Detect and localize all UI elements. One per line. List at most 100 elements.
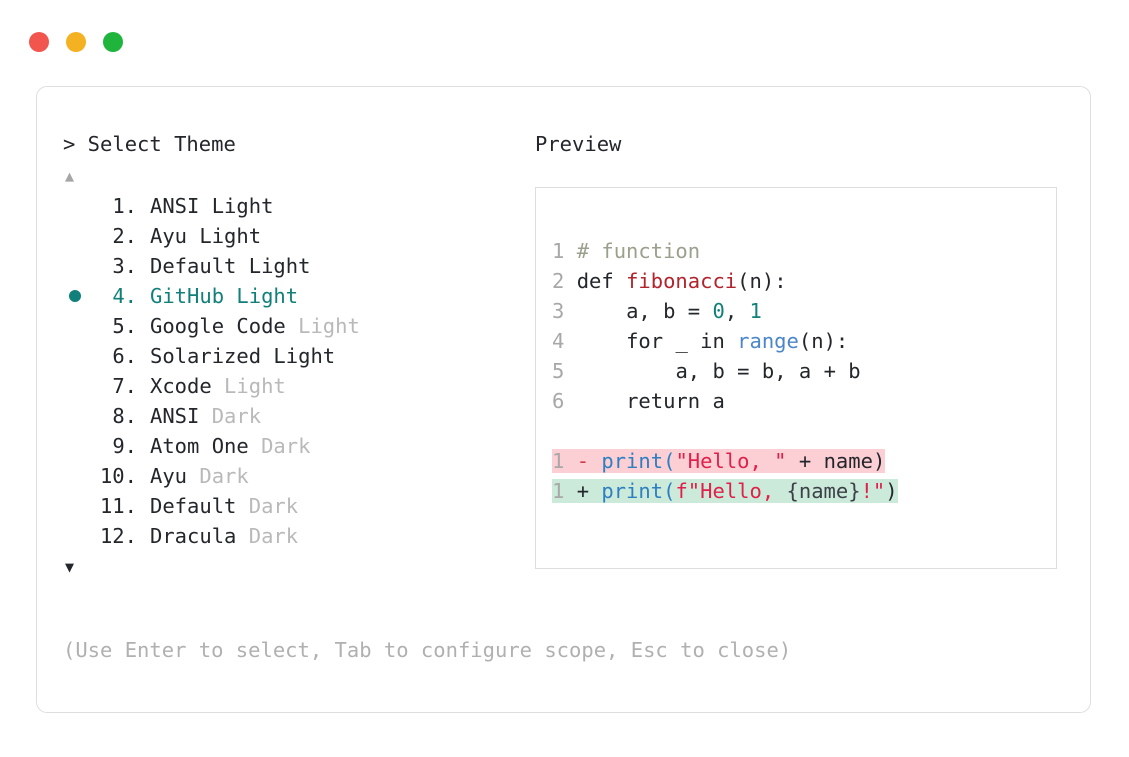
theme-list-item[interactable]: 9.Atom One Dark xyxy=(63,431,533,461)
theme-item-index: 4. xyxy=(112,284,137,308)
diff-block: 1 - print("Hello, " + name) 1 + print(f"H… xyxy=(552,446,1056,506)
line-number: 1 xyxy=(552,479,565,503)
theme-list-item[interactable]: 4.GitHub Light xyxy=(63,281,533,311)
theme-item-index: 12. xyxy=(99,524,137,548)
selection-bullet-slot xyxy=(63,341,91,371)
selection-bullet-slot xyxy=(63,431,91,461)
preview-title: Preview xyxy=(535,132,622,156)
theme-item-variant: Light xyxy=(285,314,360,338)
line-number: 2 xyxy=(552,269,565,293)
theme-item-name-cell: Google Code Light xyxy=(137,311,360,341)
theme-item-name: Google Code xyxy=(150,314,286,338)
theme-item-variant: Dark xyxy=(199,404,262,428)
line-number: 1 xyxy=(552,449,565,473)
theme-item-name-cell: ANSI Dark xyxy=(137,401,261,431)
theme-item-variant: Dark xyxy=(187,464,249,488)
theme-item-index: 8. xyxy=(112,404,137,428)
theme-item-name-cell: Atom One Dark xyxy=(137,431,310,461)
line-number: 5 xyxy=(552,359,565,383)
diff-function: print xyxy=(601,449,664,473)
theme-item-variant: Dark xyxy=(236,524,299,548)
theme-item-index: 9. xyxy=(112,434,137,458)
diff-sign: + xyxy=(576,479,590,503)
theme-list-item[interactable]: 10.Ayu Dark xyxy=(63,461,533,491)
selection-bullet-slot xyxy=(63,401,91,431)
diff-line: 1 - print("Hello, " + name) xyxy=(552,446,1056,476)
theme-item-index: 1. xyxy=(112,194,137,218)
theme-list-item[interactable]: 3.Default Light xyxy=(63,251,533,281)
theme-item-index: 6. xyxy=(112,344,137,368)
theme-list-item[interactable]: 2.Ayu Light xyxy=(63,221,533,251)
theme-item-variant: Light xyxy=(187,224,262,248)
theme-item-name-cell: Dracula Dark xyxy=(137,521,298,551)
theme-item-variant: Dark xyxy=(248,434,311,458)
code-line: 5 a, b = b, a + b xyxy=(552,359,861,383)
code-spacer xyxy=(552,416,1056,446)
code-line: 4 for _ in range(n): xyxy=(552,329,849,353)
theme-item-variant: Dark xyxy=(236,494,299,518)
code-block: 1 # function 2 def fibonacci(n): 3 a, b = … xyxy=(552,236,1056,416)
theme-item-name: Dracula xyxy=(150,524,237,548)
theme-item-name-cell: ANSI Light xyxy=(137,191,273,221)
diff-highlight: 1 + print(f"Hello, {name}!") xyxy=(552,479,898,503)
theme-item-name: Solarized xyxy=(150,344,262,368)
selection-bullet-slot xyxy=(63,251,91,281)
theme-list-item[interactable]: 1.ANSI Light xyxy=(63,191,533,221)
diff-line: 1 + print(f"Hello, {name}!") xyxy=(552,476,1056,506)
selection-bullet-slot xyxy=(63,491,91,521)
code-line: 6 return a xyxy=(552,389,725,413)
theme-item-name: Ayu xyxy=(150,224,188,248)
diff-function: print xyxy=(601,479,664,503)
diff-highlight: 1 - print("Hello, " + name) xyxy=(552,449,886,473)
scroll-down-icon[interactable]: ▼ xyxy=(65,558,75,576)
theme-item-variant: Light xyxy=(261,344,336,368)
theme-item-name-cell: Xcode Light xyxy=(137,371,286,401)
theme-item-name: Ayu xyxy=(150,464,188,488)
code-line: 1 # function xyxy=(552,239,701,263)
minimize-button[interactable] xyxy=(66,32,86,52)
theme-item-name-cell: Default Dark xyxy=(137,491,298,521)
line-number: 4 xyxy=(552,329,565,353)
scroll-up-icon[interactable]: ▲ xyxy=(65,167,75,185)
theme-preview-panel: Preview 1 # function 2 def fibonacci(n): 3… xyxy=(535,131,1075,569)
theme-item-name: ANSI xyxy=(150,194,200,218)
theme-item-name: Xcode xyxy=(150,374,212,398)
theme-item-name: Default xyxy=(150,254,237,278)
selection-bullet-slot xyxy=(63,281,91,311)
theme-item-variant: Light xyxy=(211,374,286,398)
theme-item-name: Atom One xyxy=(150,434,249,458)
theme-list-item[interactable]: 7.Xcode Light xyxy=(63,371,533,401)
maximize-button[interactable] xyxy=(103,32,123,52)
diff-sign: - xyxy=(576,449,590,473)
theme-item-index: 3. xyxy=(112,254,137,278)
theme-list-item[interactable]: 6. Solarized Light xyxy=(63,341,533,371)
theme-item-name: GitHub xyxy=(150,284,225,308)
code-line: 2 def fibonacci(n): xyxy=(552,269,787,293)
theme-list-item[interactable]: 11.Default Dark xyxy=(63,491,533,521)
window-controls xyxy=(29,32,123,52)
selection-bullet-slot xyxy=(63,221,91,251)
select-theme-prompt: > Select Theme xyxy=(63,132,236,156)
selected-bullet-icon xyxy=(69,290,81,302)
theme-item-index: 11. xyxy=(99,494,137,518)
theme-item-index: 5. xyxy=(112,314,137,338)
theme-item-name-cell: Ayu Light xyxy=(137,221,261,251)
close-button[interactable] xyxy=(29,32,49,52)
line-number: 3 xyxy=(552,299,565,323)
code-preview-box: 1 # function 2 def fibonacci(n): 3 a, b = … xyxy=(535,187,1057,569)
theme-item-name-cell: Default Light xyxy=(137,251,310,281)
theme-item-index: 7. xyxy=(112,374,137,398)
theme-item-name-cell: Ayu Dark xyxy=(137,461,249,491)
theme-item-name: ANSI xyxy=(150,404,200,428)
theme-list-item[interactable]: 12.Dracula Dark xyxy=(63,521,533,551)
line-number: 1 xyxy=(552,239,565,263)
selection-bullet-slot xyxy=(63,371,91,401)
theme-list-item[interactable]: 5.Google Code Light xyxy=(63,311,533,341)
theme-list-item[interactable]: 8.ANSI Dark xyxy=(63,401,533,431)
code-line: 3 a, b = 0, 1 xyxy=(552,299,762,323)
theme-item-index: 10. xyxy=(99,464,137,488)
